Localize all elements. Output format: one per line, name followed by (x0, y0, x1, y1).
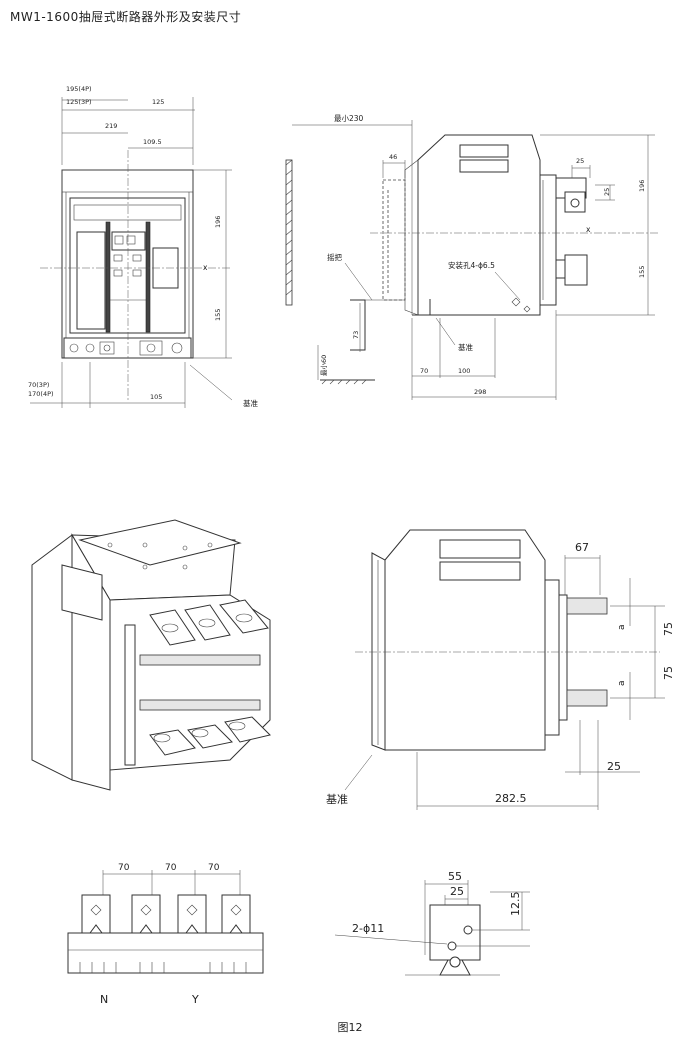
side2-front-plate (371, 552, 386, 751)
front-dim-155: 155 (214, 309, 222, 321)
side2-datum-label: 基准 (326, 793, 348, 806)
iso-lower-terminal-3 (224, 716, 271, 743)
dim-105: 105 (150, 393, 162, 401)
dim-73: 73 (352, 331, 360, 339)
front-dim-196: 196 (214, 216, 222, 228)
figure-caption: 图12 (337, 1021, 363, 1034)
dim-a-lower: a (617, 680, 627, 686)
dim-67: 67 (575, 541, 589, 554)
install-holes-label: 安装孔4-ϕ6.5 (448, 260, 495, 270)
front-display (111, 231, 146, 251)
side2-lower-busbar (566, 689, 608, 707)
dim-70-3: 70 (208, 863, 220, 873)
dim-195-4p: 195(4P) (66, 85, 92, 93)
terminal-base (67, 932, 264, 974)
iso-upper-terminal-1 (149, 609, 196, 646)
front-bottom-strip (63, 337, 192, 359)
dim-25-top: 25 (576, 157, 584, 165)
dim-12-5: 12.5 (509, 892, 522, 917)
iso-top-face (78, 519, 242, 566)
dim-170-4p: 170(4P) (28, 390, 54, 398)
front-top-band (61, 169, 194, 193)
page-title: MW1-1600抽屉式断路器外形及安装尺寸 (10, 10, 242, 24)
iso-upper-terminal-3 (219, 599, 269, 634)
dim-70-2: 70 (165, 863, 177, 873)
dim-a-upper: a (617, 624, 627, 630)
iso-lower-terminal-2 (187, 724, 234, 749)
dim-25: 25 (607, 760, 621, 773)
terminal-view: 70 70 70 (67, 863, 264, 1006)
iso-upper-terminal-2 (184, 604, 231, 641)
isometric-view (31, 519, 271, 791)
side-datum-label: 基准 (458, 342, 473, 352)
front-left-panel (76, 231, 106, 330)
hole-upper (463, 925, 473, 935)
dim-70-3p: 70(3P) (28, 381, 49, 389)
dim-219: 219 (105, 122, 117, 130)
dim-298: 298 (474, 388, 486, 396)
front-datum-label: 基准 (243, 398, 258, 408)
dim-46: 46 (389, 153, 397, 161)
dim-109-5: 109.5 (143, 138, 162, 146)
min-60-label: 最小60 (319, 355, 328, 376)
dim-70: 70 (420, 367, 428, 375)
label-y: Y (191, 993, 199, 1006)
handle-label: 摇把 (327, 252, 342, 262)
label-n: N (100, 993, 108, 1006)
side-view: 最小230 46 摇把 73 (285, 114, 660, 400)
front-axis-x: x (203, 263, 208, 272)
hole-plate (429, 904, 481, 961)
front-view: 195(4P) 125(3P) 125 219 109.5 196 155 x … (28, 85, 258, 408)
dim-55: 55 (448, 870, 462, 883)
dim-70-1: 70 (118, 863, 130, 873)
dim-75-lower: 75 (662, 666, 675, 680)
dim-125-3p: 125(3P) (66, 98, 92, 106)
dim-125: 125 (152, 98, 164, 106)
hole-lower (447, 941, 457, 951)
hole-detail: 55 25 12.5 2-ϕ11 (334, 870, 530, 976)
holes-label: 2-ϕ11 (352, 922, 384, 935)
dim-282-5: 282.5 (495, 792, 527, 805)
iso-lower-terminal-1 (149, 729, 196, 756)
iso-label-window (61, 564, 103, 621)
handle-travel-outline (382, 179, 406, 301)
side-dim-196: 196 (638, 180, 646, 192)
side2-upper-busbar (566, 597, 608, 615)
min-230-label: 最小230 (334, 114, 364, 123)
dim-100: 100 (458, 367, 470, 375)
dim-75-upper: 75 (662, 622, 675, 636)
side-view-2: 67 a a 75 75 25 282.5 基准 (326, 529, 675, 810)
dim-25-side: 25 (603, 188, 611, 196)
dim-25: 25 (450, 885, 464, 898)
side-dim-155: 155 (638, 266, 646, 278)
handle-lever (350, 299, 366, 351)
side-axis-x: x (586, 225, 591, 234)
